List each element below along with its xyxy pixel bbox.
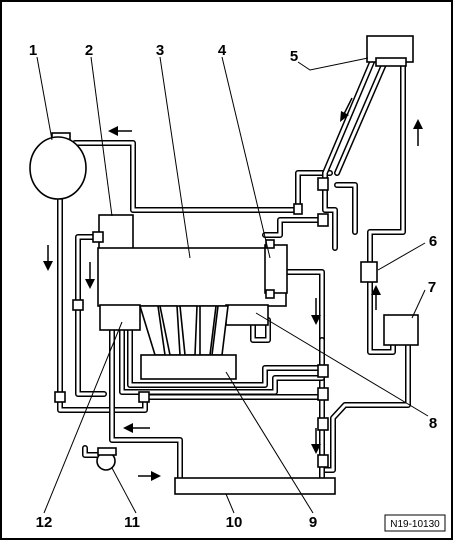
flow-arrow-icon	[85, 262, 95, 289]
flow-arrow-icon	[43, 245, 53, 271]
callout-7: 7	[428, 279, 436, 296]
top-reservoir	[366, 35, 414, 67]
flow-arrow-icon	[413, 119, 423, 146]
figure-reference-label: N19-10130	[390, 519, 440, 530]
flow-arrow-icon	[371, 285, 381, 310]
callout-11: 11	[124, 514, 140, 531]
callout-12: 12	[36, 514, 53, 531]
flow-arrows	[43, 97, 423, 481]
thermostat	[360, 261, 378, 283]
flow-arrow-icon	[138, 471, 161, 481]
callout-1: 1	[29, 42, 37, 59]
callout-10: 10	[226, 514, 243, 531]
lower-manifold	[140, 354, 237, 380]
flow-arrow-icon	[108, 126, 132, 136]
figure-reference: N19-10130	[384, 514, 446, 532]
flow-arrow-icon	[311, 428, 321, 454]
callout-6: 6	[429, 233, 437, 250]
coolant-pump	[96, 447, 117, 471]
callout-2: 2	[85, 42, 93, 59]
hose-connectors	[54, 177, 329, 468]
flow-arrow-icon	[311, 298, 321, 325]
auxiliary-unit	[383, 314, 419, 346]
leader-lines	[36, 56, 429, 514]
callout-numbers: 1 2 3 4 5 6 7 8 9 10 11 12	[29, 42, 437, 531]
coolant-flange-housing	[98, 214, 134, 251]
callout-8: 8	[429, 415, 437, 432]
flow-arrow-icon	[123, 423, 150, 433]
radiator	[174, 477, 336, 495]
callout-5: 5	[290, 48, 298, 65]
flow-arrow-icon	[340, 97, 353, 122]
expansion-tank	[29, 132, 87, 200]
callout-4: 4	[218, 42, 227, 59]
components	[29, 35, 419, 495]
callout-3: 3	[156, 42, 164, 59]
callout-9: 9	[309, 514, 317, 531]
coolant-hoses	[57, 59, 411, 481]
engine-block	[97, 244, 288, 356]
